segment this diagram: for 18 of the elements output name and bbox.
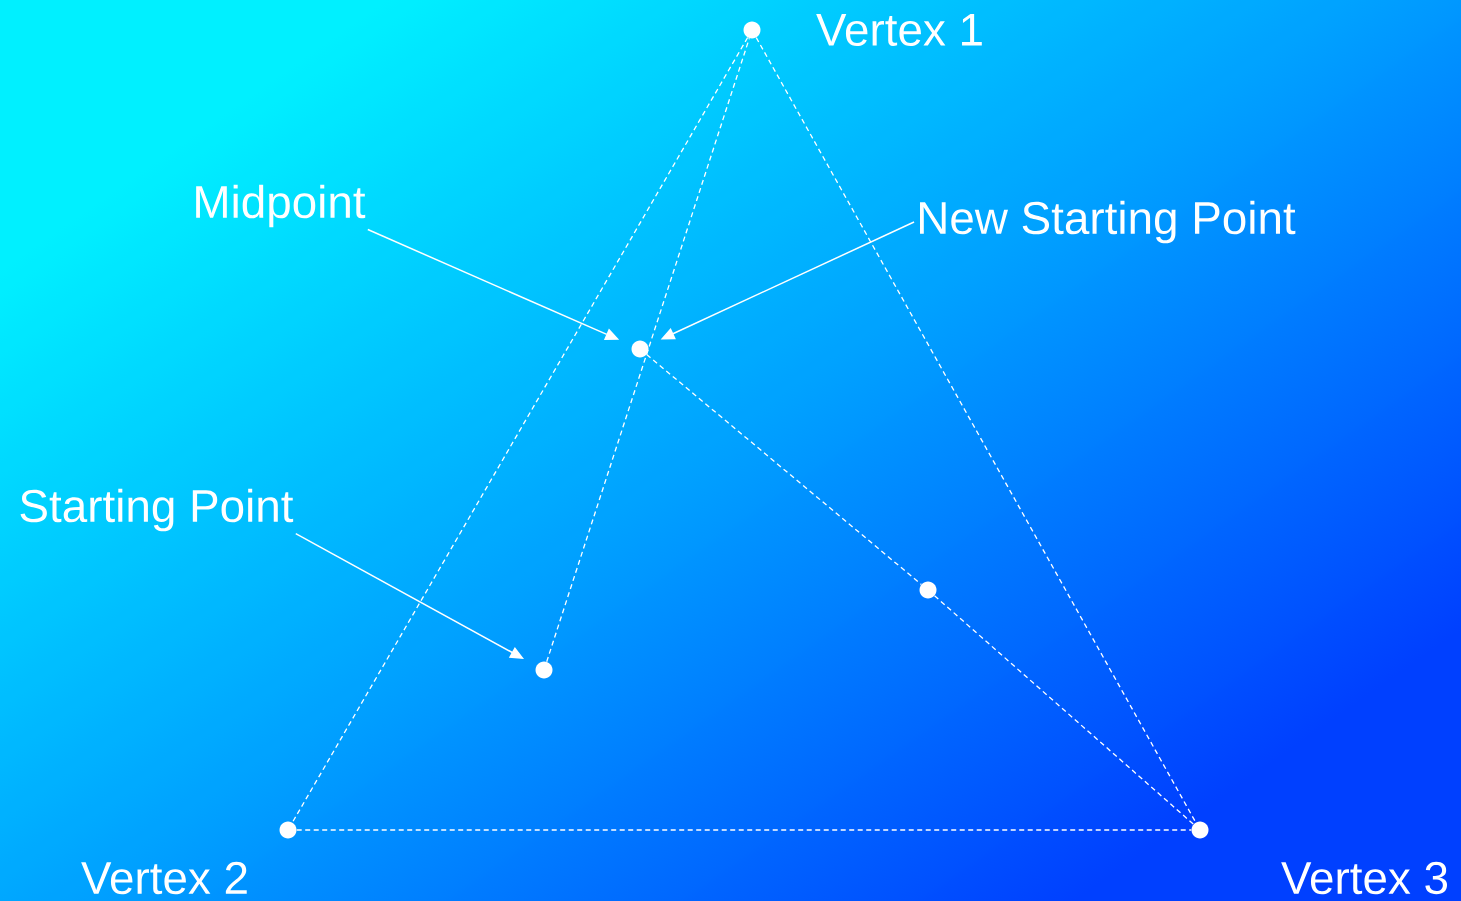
point-label: Midpoint — [196, 184, 366, 228]
point-dot — [743, 21, 761, 39]
point-label: New Starting Point — [920, 200, 1296, 244]
vertex-label: Vertex 2 — [81, 861, 247, 895]
dashed-line — [546, 37, 750, 663]
vertex-label: Vertex 1 — [816, 14, 982, 46]
point-dot — [1191, 821, 1209, 839]
dashed-line — [755, 36, 1197, 824]
dashed-line — [296, 829, 1192, 831]
dashed-line — [646, 353, 922, 586]
dashed-line — [933, 595, 1195, 825]
vertex-label: Vertex 3 — [1281, 861, 1448, 895]
point-label: Starting Point — [20, 488, 294, 532]
dashed-line — [291, 36, 749, 824]
point-dot — [535, 661, 553, 679]
point-dot — [631, 340, 649, 358]
point-dot — [279, 821, 297, 839]
point-dot — [919, 581, 937, 599]
